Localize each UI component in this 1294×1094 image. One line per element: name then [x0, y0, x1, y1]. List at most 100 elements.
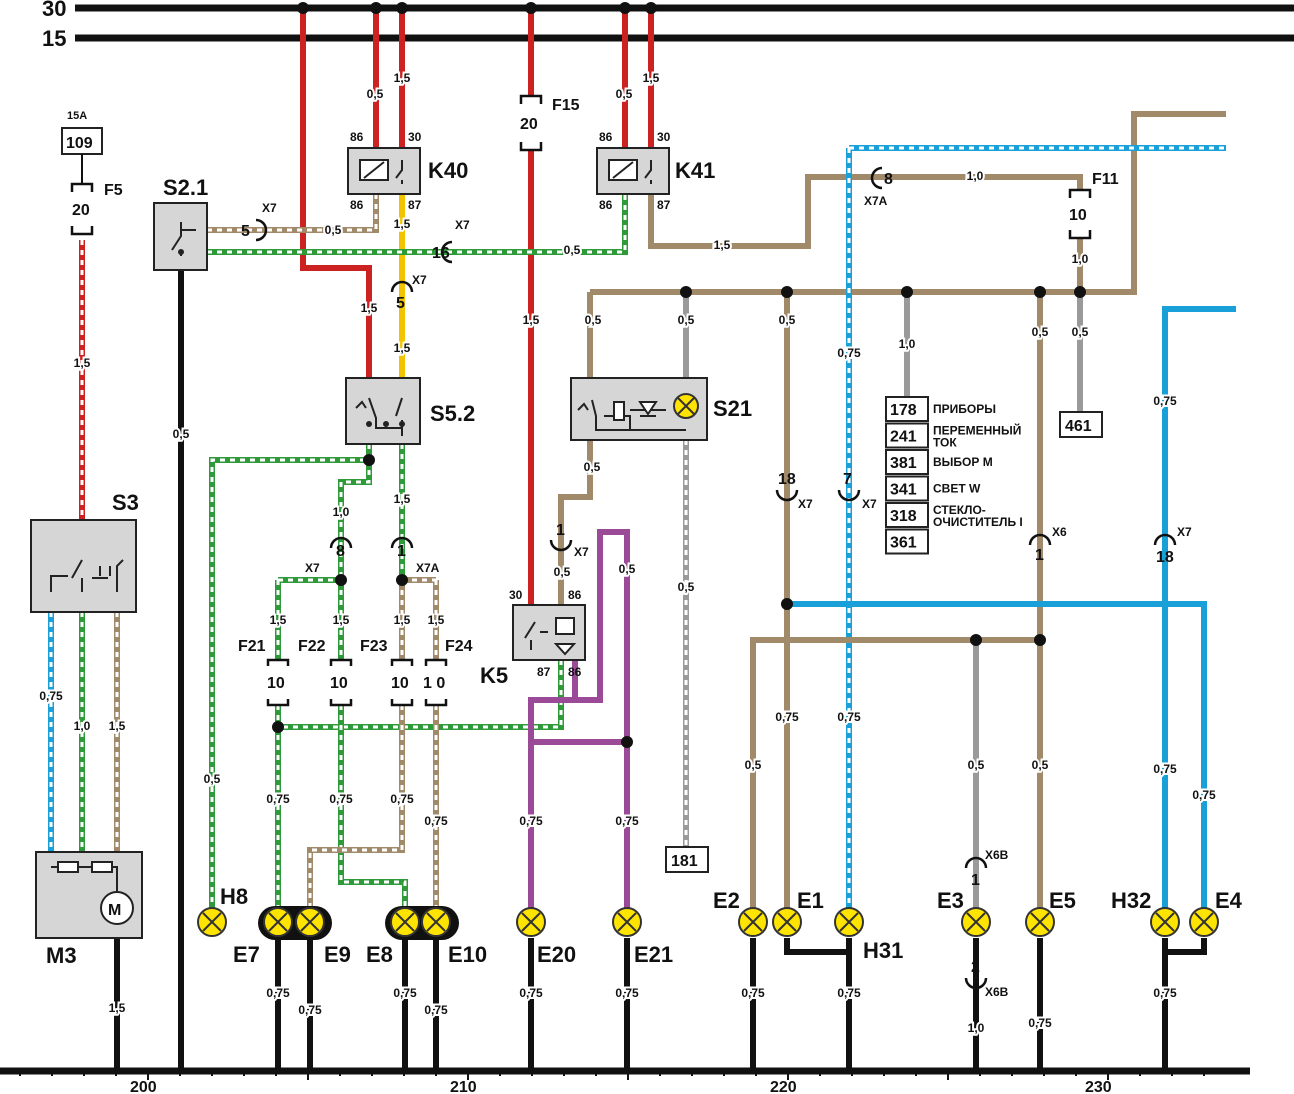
- bus-15-label: 15: [42, 26, 66, 51]
- x7-pin-18b: 18: [1156, 549, 1174, 566]
- fuse-f21: 10 F21: [238, 638, 294, 707]
- legend-code: 318: [890, 508, 917, 525]
- k5-pin-86b: 86: [568, 665, 582, 679]
- wire-size-label: 0,5: [325, 223, 342, 237]
- wire-size-label: 0,75: [1028, 1016, 1052, 1030]
- lamp-cross: [202, 912, 222, 932]
- wire-size-label: 1,5: [333, 613, 350, 627]
- fuse-f23-label: F23: [360, 638, 388, 655]
- connectors: 5 X7 16 X7 5 X7 8 X7A 8 X7 1 X7A 1 X7 18…: [241, 166, 1192, 999]
- fuse-f5-label: F5: [104, 182, 123, 199]
- wire-size-label: 1,0: [899, 337, 916, 351]
- lamp-labels: H8 E7 E9 E8 E10 E20 E21 E2 E1 H31 E3 E5 …: [220, 884, 1243, 967]
- wire-size-label: 1,5: [714, 238, 731, 252]
- wire-size-label: 0,75: [393, 986, 417, 1000]
- wire-size-label: 1,0: [74, 719, 91, 733]
- fuse-f22-label: F22: [298, 638, 326, 655]
- fuse-f23-value: 10: [391, 675, 409, 692]
- wires: [48, 8, 1236, 1071]
- relay-k41-label: K41: [675, 158, 715, 183]
- fuse-f5-amp: 15A: [67, 110, 87, 122]
- wire-size-label: 0,5: [585, 313, 602, 327]
- x6b-label-b: X6B: [985, 985, 1009, 999]
- wire-size-label: 1,5: [109, 1001, 126, 1015]
- lamp-cross: [426, 912, 446, 932]
- wire-size-label: 0,75: [519, 814, 543, 828]
- wire-size-label: 0,5: [584, 460, 601, 474]
- k40-pin-86b: 86: [350, 198, 364, 212]
- legend-text: ВЫБОР М: [933, 455, 993, 469]
- wire-size-label: 0,75: [1192, 788, 1216, 802]
- legend-code: 178: [890, 402, 917, 419]
- junctions: [272, 2, 1086, 748]
- wire-size-label: 1,5: [394, 71, 411, 85]
- scale-200: 200: [130, 1079, 157, 1094]
- relay-k40: K40 86 30 86 87: [347, 130, 468, 212]
- wire-size-label: 0,5: [367, 87, 384, 101]
- x7-label-g: X7: [862, 497, 877, 511]
- lamp-h8-label: H8: [220, 884, 248, 909]
- wire-size-label: 0,75: [266, 986, 290, 1000]
- lamp-cross: [743, 912, 763, 932]
- legend-text: ПРИБОРЫ: [933, 402, 996, 416]
- lamp-e8-label: E8: [366, 942, 393, 967]
- relay-k40-label: K40: [428, 158, 468, 183]
- fuse-f5-value: 20: [72, 202, 90, 219]
- lamp-cross: [521, 912, 541, 932]
- x7-label-e: X7: [574, 545, 589, 559]
- lamp-cross: [1155, 912, 1175, 932]
- wire-size-label: 1,0: [967, 169, 984, 183]
- fuse-f15-label: F15: [552, 97, 580, 114]
- fuse-f24-label: F24: [445, 638, 473, 655]
- wire-size-label: 0,5: [745, 758, 762, 772]
- wire-size-label: 0,75: [519, 986, 543, 1000]
- fuse-f11: 10 F11: [1064, 171, 1119, 240]
- x7-label-h: X7: [1177, 525, 1192, 539]
- x7-pin-16: 16: [432, 245, 450, 262]
- legend-text-line2: ТОК: [933, 436, 957, 450]
- wire-size-label: 1,5: [361, 301, 378, 315]
- legend-code: 381: [890, 455, 917, 472]
- code-boxes: 461 181: [665, 411, 1103, 873]
- wire-size-label: 0,5: [1032, 325, 1049, 339]
- x6-pin-1: 1: [1035, 547, 1044, 564]
- fuse-f24-value: 1 0: [423, 675, 445, 692]
- code-461: 461: [1065, 418, 1092, 435]
- legend-code: 241: [890, 429, 917, 446]
- wire-size-label: 1,5: [394, 492, 411, 506]
- lamp-e7-label: E7: [233, 942, 260, 967]
- bus-30-label: 30: [42, 0, 66, 21]
- wire-size-labels: 0,5 1,5 0,5 1,5 1,5 0,5 0,5 1,5 0,5 1,5 1,5 1,5 1,5 1…: [37, 69, 1218, 1037]
- wire-size-label: 0,75: [1153, 762, 1177, 776]
- wire-size-label: 0,5: [619, 562, 636, 576]
- relay-k5-label: K5: [480, 663, 508, 688]
- switch-s5-2-label: S5.2: [430, 401, 475, 426]
- switch-s3-label: S3: [112, 490, 139, 515]
- wire-size-label: 0,75: [615, 986, 639, 1000]
- fuse-f24: 1 0 F24: [420, 638, 473, 707]
- legend-text: ПЕРЕМЕННЫЙ: [933, 423, 1021, 438]
- wire-size-label: 1,5: [394, 341, 411, 355]
- switch-s5-2: S5.2: [345, 377, 475, 445]
- wire-size-label: 0,75: [424, 814, 448, 828]
- fuse-f11-label: F11: [1092, 171, 1119, 188]
- x7a-pin-1: 1: [397, 543, 406, 560]
- fuse-f22-value: 10: [330, 675, 348, 692]
- wire-size-label: 0,75: [424, 1003, 448, 1017]
- legend-text-line2: ОЧИСТИТЕЛЬ I: [933, 515, 1023, 529]
- wire-size-label: 0,75: [1153, 394, 1177, 408]
- x7-label-a: X7: [262, 201, 277, 215]
- fuse-f15: 20 F15: [515, 94, 580, 152]
- k40-pin-87: 87: [408, 198, 422, 212]
- lamp-cross: [300, 912, 320, 932]
- wire-size-label: 1,5: [394, 613, 411, 627]
- components: S2.1 K40 86 30 86 87 K41 86 30 86 87: [30, 130, 752, 968]
- wire-size-label: 1,0: [333, 505, 350, 519]
- wire-size-label: 0,75: [298, 1003, 322, 1017]
- k41-pin-86: 86: [599, 130, 613, 144]
- wire-size-label: 0,75: [837, 710, 861, 724]
- k41-pin-86b: 86: [599, 198, 613, 212]
- wire-size-label: 0,75: [837, 346, 861, 360]
- k41-pin-87: 87: [657, 198, 671, 212]
- x7-pin-8: 8: [336, 543, 345, 560]
